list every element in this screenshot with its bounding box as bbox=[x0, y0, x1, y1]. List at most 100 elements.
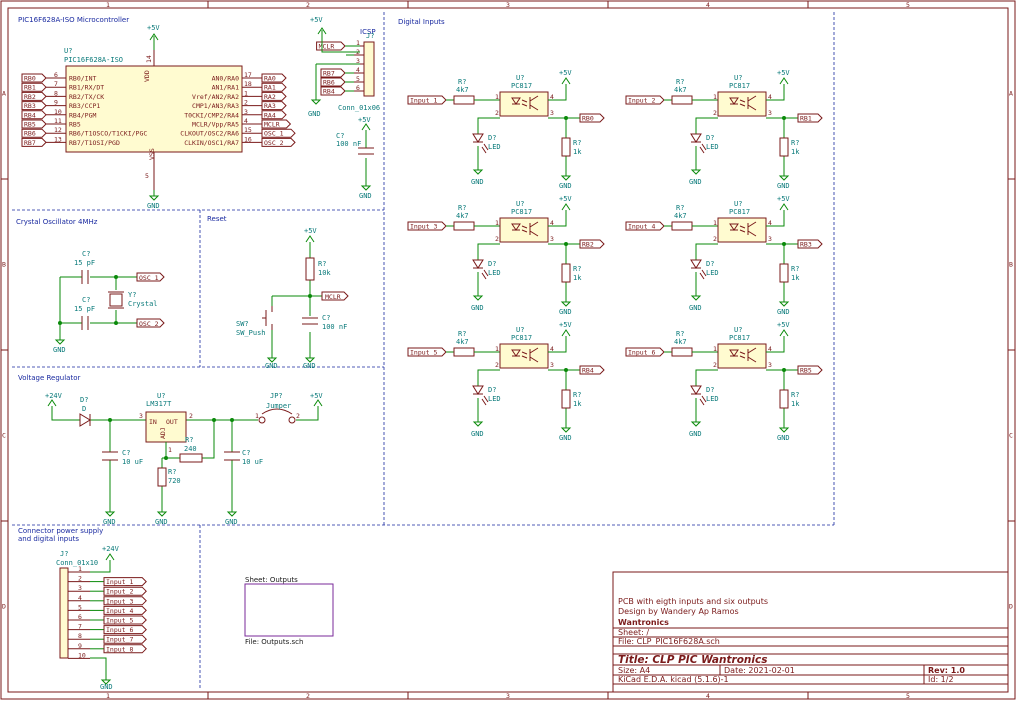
mcu-net-ra4: RA4 bbox=[261, 110, 287, 119]
mcu-right-pin-num: 18 bbox=[244, 80, 252, 88]
opto-r-ref: R? bbox=[676, 330, 684, 338]
vreg-out: OUT bbox=[166, 418, 178, 426]
section-title-reset: Reset bbox=[207, 215, 227, 223]
border-col-bottom-5: 5 bbox=[906, 692, 910, 700]
mcu-net-ra2: RA2 bbox=[261, 91, 287, 101]
conn-value: Conn_01x10 bbox=[56, 559, 98, 567]
border-row-right-B: B bbox=[1009, 261, 1013, 269]
border-row-right-C: C bbox=[1009, 432, 1013, 440]
opto-led-ref: D? bbox=[706, 386, 714, 394]
conn-net-input_5-label: Input_5 bbox=[106, 617, 133, 625]
reset-block[interactable]: +5V R? 10k C? 100 nF SW? SW_Push GND GND… bbox=[236, 227, 349, 370]
opto-p5: +5V bbox=[559, 69, 572, 77]
border-col-bottom-4: 4 bbox=[706, 692, 710, 700]
mcu-gnd-label: GND bbox=[147, 202, 160, 210]
opto-pin2: 2 bbox=[713, 109, 717, 117]
opto-pull-val: 1k bbox=[791, 400, 800, 408]
opto-pin3: 3 bbox=[768, 361, 772, 369]
opto-p5: +5V bbox=[559, 195, 572, 203]
border-col-bottom-3: 3 bbox=[506, 692, 510, 700]
opto-output-flag-label: RB2 bbox=[582, 241, 594, 249]
icsp-net-rb4: RB4 bbox=[320, 86, 346, 96]
conn-pin-num: 3 bbox=[78, 584, 82, 592]
mcu-net-mclr-label: MCLR bbox=[264, 121, 280, 129]
border-col-top-3: 3 bbox=[506, 1, 510, 9]
opto-output-flag-label: RB5 bbox=[800, 367, 812, 375]
reset-gnd1: GND bbox=[265, 362, 278, 370]
opto-output-flag: RB3 bbox=[797, 239, 823, 249]
opto-gnd2: GND bbox=[777, 434, 790, 442]
mcu-net-ra0-label: RA0 bbox=[264, 75, 276, 83]
mcu-left-pin-num: 11 bbox=[54, 117, 62, 125]
opto-gnd1: GND bbox=[471, 178, 484, 186]
opto-pin4: 4 bbox=[550, 93, 554, 101]
icsp-net-rb7: RB7 bbox=[320, 68, 346, 78]
icsp-p5-label: +5V bbox=[310, 16, 323, 24]
osc2-flag-label: OSC_2 bbox=[139, 320, 159, 328]
opto-pin4: 4 bbox=[768, 219, 772, 227]
mcu-net-rb0-label: RB0 bbox=[24, 75, 36, 83]
vreg-jp-pin2: 2 bbox=[296, 412, 300, 420]
opto-r-ref: R? bbox=[676, 204, 684, 212]
outputs-sheet[interactable]: Sheet: Outputs File: Outputs.sch bbox=[244, 576, 334, 646]
border-row-right-A: A bbox=[1009, 90, 1013, 98]
vreg-c1-ref: C? bbox=[122, 449, 130, 457]
mcu-vdd-power-label: +5V bbox=[147, 24, 160, 32]
conn-net-input_6: Input_6 bbox=[103, 625, 147, 635]
mcu-net-rb3: RB3 bbox=[21, 101, 47, 111]
mcu-net-ra3: RA3 bbox=[261, 101, 287, 111]
section-title-vreg: Voltage Regulator bbox=[18, 374, 80, 382]
conn-pin-num: 8 bbox=[78, 632, 82, 640]
opto-pull-val: 1k bbox=[573, 400, 582, 408]
conn-pin-num: 6 bbox=[78, 613, 82, 621]
opto-pin3: 3 bbox=[550, 235, 554, 243]
mcu-net-ra4-label: RA4 bbox=[264, 111, 276, 119]
mcu-right-pin-num: 17 bbox=[244, 71, 252, 79]
conn-net-input_3-label: Input_3 bbox=[106, 597, 133, 605]
opto-led-ref: D? bbox=[706, 134, 714, 142]
opto-output-flag: RB0 bbox=[579, 113, 605, 123]
conn-pin-num: 9 bbox=[78, 642, 82, 650]
mcu-right-pin-name: AN0/RA0 bbox=[212, 75, 239, 83]
border-col-bottom-1: 1 bbox=[106, 692, 110, 700]
opto-pin4: 4 bbox=[550, 345, 554, 353]
opto-led-val: LED bbox=[488, 395, 501, 403]
opto-pull-val: 1k bbox=[791, 148, 800, 156]
opto-output-flag-label: RB4 bbox=[582, 367, 594, 375]
opto-r-ref: R? bbox=[676, 78, 684, 86]
vreg-p24: +24V bbox=[45, 392, 63, 400]
mcu-right-pin-num: 4 bbox=[244, 117, 248, 125]
opto-input-label: Input_3 bbox=[410, 223, 437, 231]
crystal-block[interactable]: C? 15 pF C? 15 pF Y? Crystal GND OSC_1 O… bbox=[53, 250, 165, 354]
opto-r-val: 4k7 bbox=[456, 86, 469, 94]
border-row-right-D: D bbox=[1009, 603, 1013, 611]
vreg-block[interactable]: +24V D? D U? LM317T IN OUT ADJ 3 2 1 R? … bbox=[45, 392, 323, 526]
vreg-r1-ref: R? bbox=[185, 436, 193, 444]
opto-p5: +5V bbox=[777, 321, 790, 329]
vreg-d-val: D bbox=[82, 405, 86, 413]
opto-r-val: 4k7 bbox=[674, 86, 687, 94]
opto-pin1: 1 bbox=[495, 345, 499, 353]
mcu-right-pin-num: 16 bbox=[244, 135, 252, 143]
icsp-pin-num: 6 bbox=[356, 84, 360, 92]
opto-r-val: 4k7 bbox=[674, 212, 687, 220]
conn-net-input_8-label: Input_8 bbox=[106, 645, 133, 653]
tb-line1: PCB with eigth inputs and six outputs bbox=[618, 597, 768, 606]
mcu-left-pin-name: RB6/T1OSCO/T1CKI/PGC bbox=[69, 130, 147, 138]
conn-net-input_7-label: Input_7 bbox=[106, 636, 133, 644]
reset-mclr-flag: MCLR bbox=[321, 291, 349, 301]
reset-gnd2: GND bbox=[303, 362, 316, 370]
mcu-ref: U? bbox=[64, 47, 72, 55]
